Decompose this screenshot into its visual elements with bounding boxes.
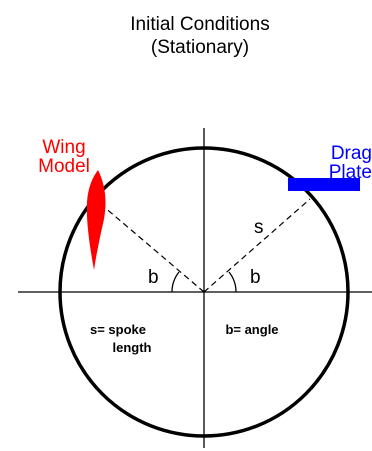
spoke-symbol-label: s <box>254 217 264 238</box>
legend-spoke-line-2: length <box>113 340 152 355</box>
drag-plate-bar <box>288 178 360 191</box>
angle-left-label: b <box>148 267 159 288</box>
angle-right-label: b <box>250 267 261 288</box>
legend-spoke-line-1: s= spoke <box>90 322 146 337</box>
legend-angle: b= angle <box>225 322 278 337</box>
wing-model-shape <box>86 170 106 270</box>
right-spoke <box>203 198 311 293</box>
left-angle-arc <box>171 271 180 293</box>
drag-label-line-2: Plate <box>329 162 372 183</box>
title-line-1: Initial Conditions <box>130 14 269 35</box>
title-line-2: (Stationary) <box>151 37 249 58</box>
left-spoke <box>95 199 205 293</box>
right-angle-arc <box>228 271 237 293</box>
wing-label-line-2: Model <box>38 156 90 177</box>
drag-label-line-1: Drag <box>331 143 372 164</box>
wing-label-line-1: Wing <box>42 137 85 158</box>
wheel-circle <box>58 146 350 438</box>
